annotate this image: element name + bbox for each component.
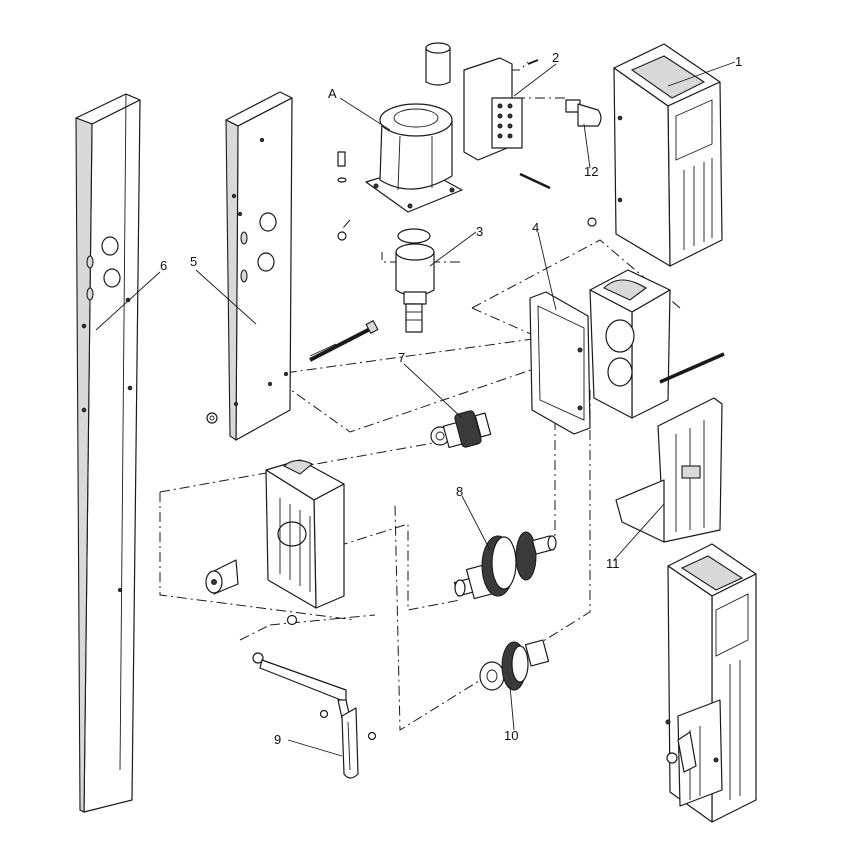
label-6: 6 [160,258,167,273]
part-11-plate [615,397,723,543]
part-A-motor [365,103,463,213]
part-2-terminal-block [425,42,551,190]
lock-cylinder [205,559,239,595]
part-5-short-post [225,91,293,442]
part-10-bearing-gear [479,639,550,691]
part-labels: 1 2 3 4 5 6 7 8 9 10 11 12 A [160,50,742,747]
label-A: A [328,86,337,101]
part-3-coupling [395,228,435,333]
part-8-large-gear [453,531,557,600]
long-bolt [309,319,379,362]
leader-lines [95,61,736,757]
label-11: 11 [606,556,620,571]
label-2: 2 [552,50,559,65]
label-3: 3 [476,224,483,239]
label-12: 12 [584,164,598,179]
part-12-knob [565,99,602,227]
assembled-unit [665,543,757,823]
small-nut [206,412,218,424]
gearbox-back-half [265,459,345,609]
label-7: 7 [398,350,405,365]
label-5: 5 [190,254,197,269]
part-4-gearbox-housing [589,269,725,419]
label-1: 1 [735,54,742,69]
part-1-cover [613,43,723,267]
label-10: 10 [504,728,518,743]
motor-screw [337,151,347,241]
part-9-crank [252,652,377,779]
label-4: 4 [532,220,539,235]
part-6-long-post [75,93,141,813]
label-8: 8 [456,484,463,499]
label-9: 9 [274,732,281,747]
part-4-gasket [529,291,591,435]
small-screw-lower [286,614,298,626]
part-7-gear-shaft [430,410,492,449]
